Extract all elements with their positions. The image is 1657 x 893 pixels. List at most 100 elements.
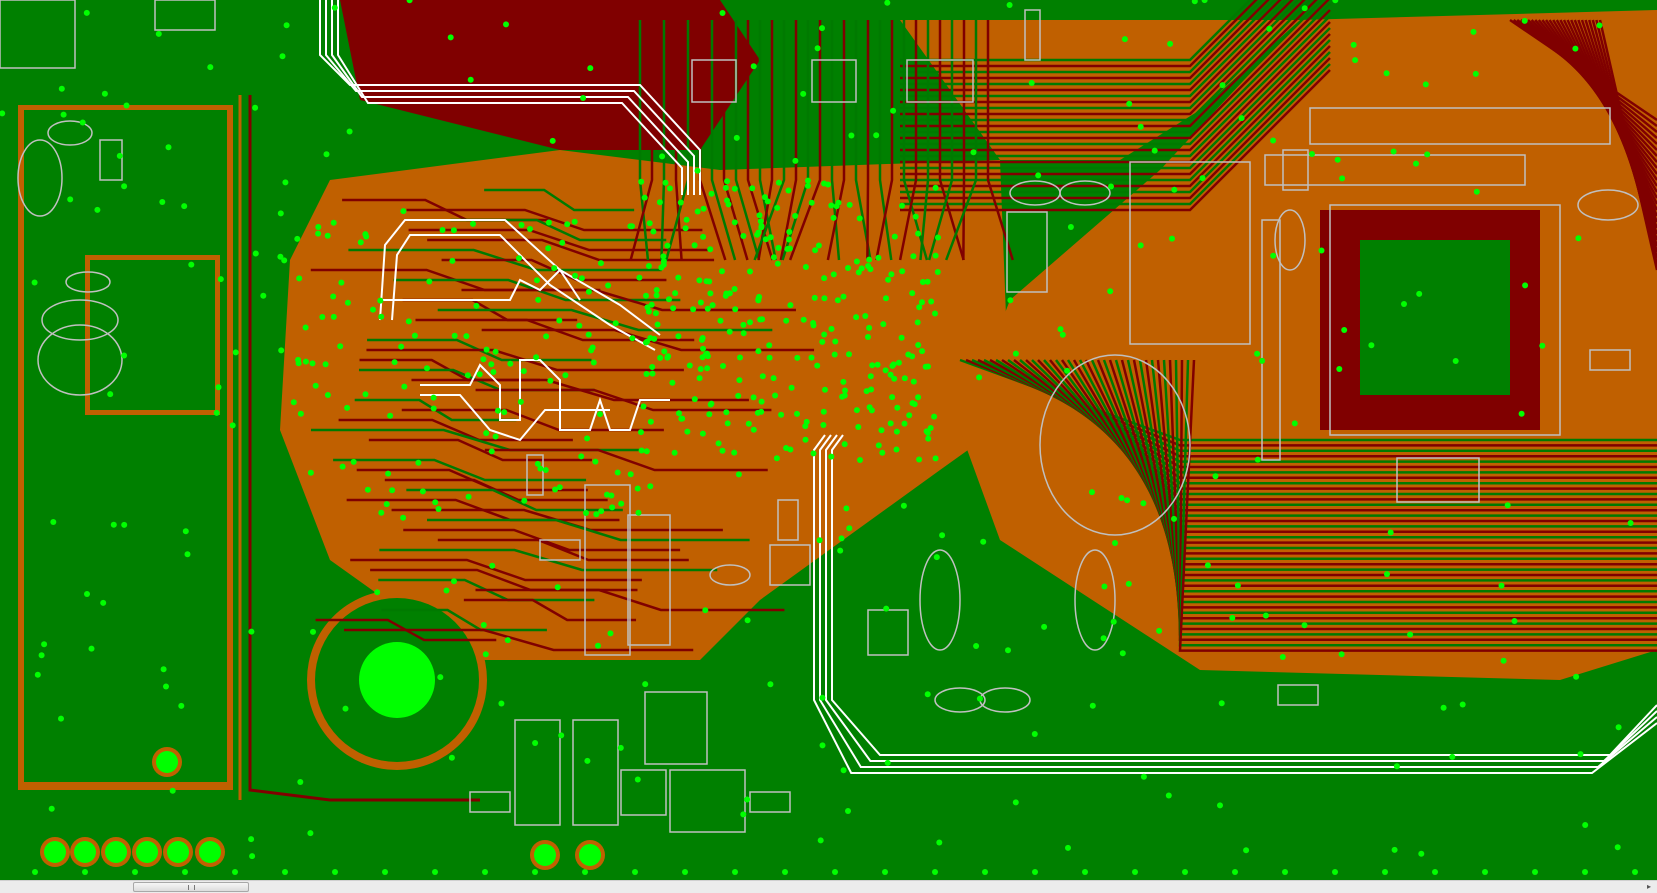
via — [755, 348, 762, 355]
via — [819, 25, 825, 32]
via — [890, 107, 897, 114]
via — [295, 356, 302, 363]
via — [682, 225, 689, 232]
via — [933, 554, 940, 561]
highlighted-net-top — [319, 0, 701, 195]
via — [473, 302, 480, 309]
via — [346, 128, 353, 135]
via — [1005, 647, 1011, 654]
via — [83, 9, 90, 16]
via — [804, 182, 811, 189]
via — [675, 274, 682, 281]
via — [669, 379, 676, 386]
via — [732, 869, 738, 875]
bus-trace-top — [900, 0, 1270, 80]
component-outline — [1329, 204, 1561, 436]
via — [1472, 70, 1479, 77]
via — [846, 525, 853, 532]
via — [706, 411, 713, 418]
via — [802, 264, 809, 270]
via — [182, 869, 188, 875]
via — [1387, 529, 1394, 536]
via — [909, 400, 916, 407]
via — [773, 455, 780, 462]
via — [899, 202, 905, 209]
via — [430, 394, 437, 401]
via — [1259, 357, 1266, 364]
via — [658, 264, 665, 271]
via — [400, 514, 407, 521]
component-outline — [1264, 154, 1526, 186]
via — [279, 53, 286, 60]
via — [659, 153, 666, 160]
via — [605, 282, 612, 289]
via — [891, 233, 898, 240]
via — [700, 345, 706, 352]
via — [398, 343, 405, 350]
via — [1032, 869, 1038, 875]
vertical-trace — [722, 20, 749, 261]
via — [919, 299, 925, 306]
via — [229, 422, 236, 429]
via — [832, 869, 838, 875]
via — [698, 336, 705, 343]
bus-trace-top — [900, 0, 1330, 140]
via — [932, 455, 939, 462]
component-outline — [572, 719, 619, 826]
via — [1041, 623, 1048, 630]
component-outline — [1074, 549, 1116, 651]
via — [132, 869, 138, 875]
bus-trace-top — [900, 0, 1294, 104]
via — [178, 702, 185, 709]
via — [1334, 156, 1341, 163]
component-outline — [1577, 189, 1639, 221]
vertical-trace — [753, 20, 786, 261]
via — [939, 532, 946, 539]
via — [678, 415, 685, 422]
via — [662, 179, 669, 186]
via — [1291, 420, 1298, 427]
highlighted-net — [420, 359, 670, 431]
via — [772, 392, 779, 399]
via — [1064, 367, 1071, 374]
via — [315, 230, 322, 237]
via — [443, 587, 450, 594]
via — [925, 435, 932, 442]
bus-trace-top — [900, 39, 1331, 182]
mount-hole — [359, 642, 435, 718]
component-outline — [1589, 349, 1631, 371]
via — [297, 779, 304, 785]
via — [697, 299, 704, 306]
via — [726, 328, 733, 335]
via — [344, 404, 351, 411]
via — [846, 201, 853, 208]
via — [774, 260, 781, 267]
via — [163, 683, 169, 690]
through-hole — [199, 841, 221, 863]
scrollbar-thumb[interactable] — [132, 882, 249, 892]
via — [1473, 188, 1480, 195]
via — [1232, 869, 1238, 875]
via — [853, 258, 860, 265]
via — [248, 836, 255, 843]
via — [1121, 36, 1128, 43]
via — [686, 362, 693, 369]
via — [597, 411, 603, 418]
through-hole — [105, 841, 127, 863]
via — [645, 263, 652, 269]
via — [1309, 151, 1315, 157]
via — [856, 215, 863, 222]
via — [1521, 17, 1528, 24]
via — [919, 279, 926, 285]
via — [900, 502, 907, 509]
via — [1137, 123, 1144, 130]
via — [898, 334, 905, 341]
via — [883, 605, 890, 612]
horizontal-scrollbar[interactable]: ▸ — [0, 880, 1657, 893]
scroll-right-arrow-icon[interactable]: ▸ — [1647, 882, 1652, 891]
via — [60, 111, 67, 118]
via — [736, 377, 743, 384]
via — [1382, 869, 1388, 875]
via — [719, 447, 726, 454]
